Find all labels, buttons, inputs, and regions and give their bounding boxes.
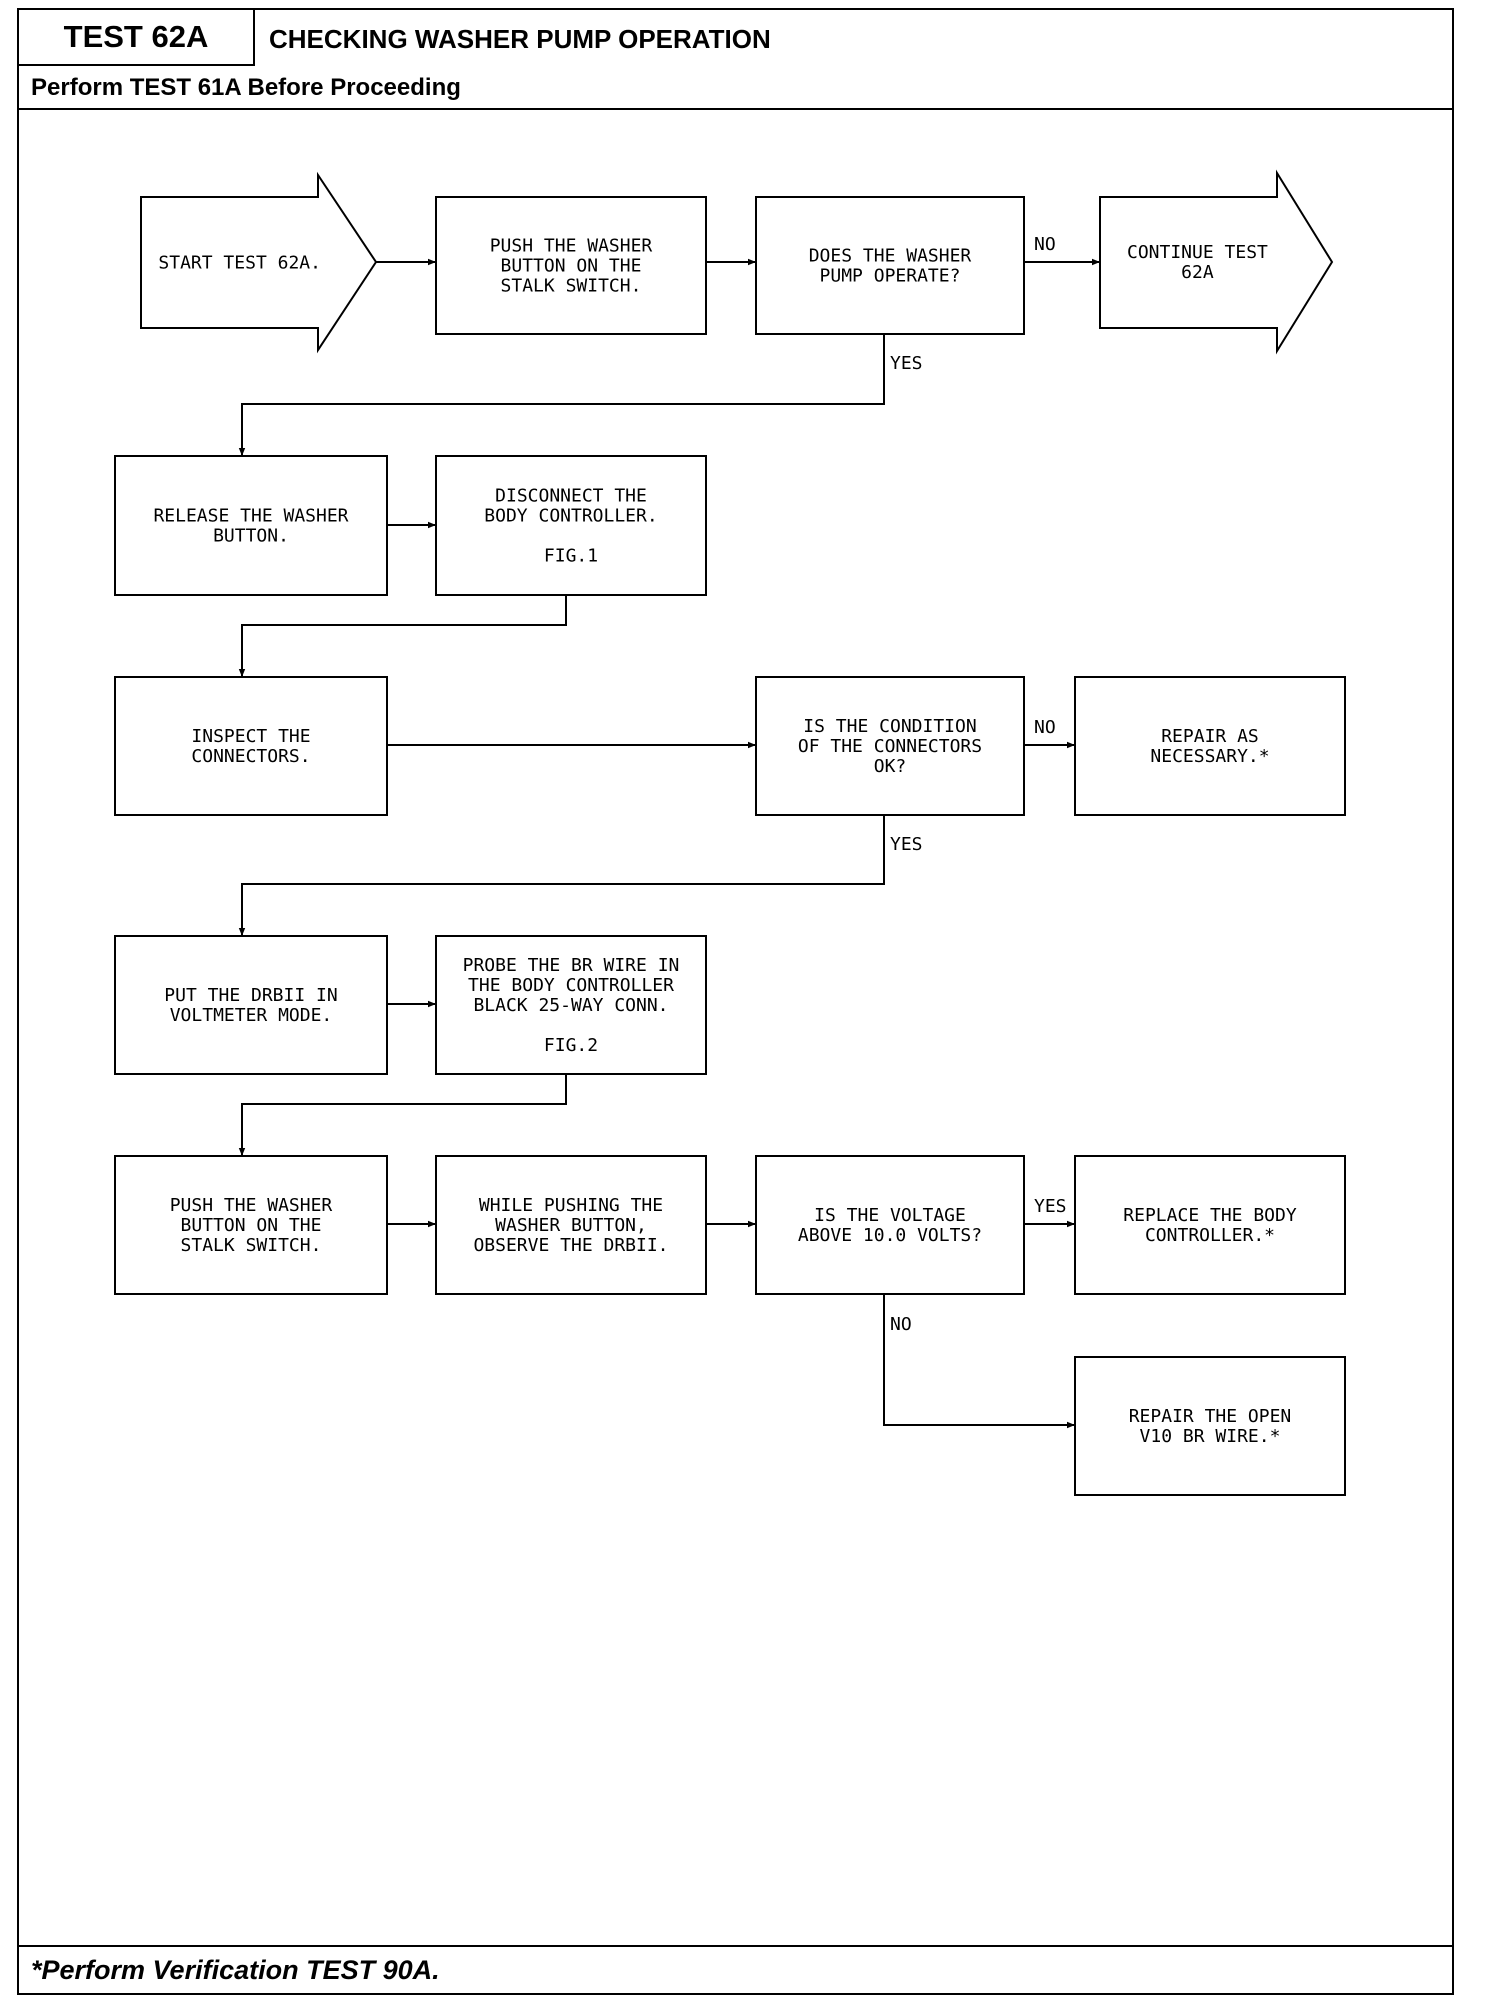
node-text-line: OBSERVE THE DRBII. bbox=[473, 1235, 668, 1256]
pump-yes-label: YES bbox=[890, 353, 923, 374]
replace-controller-step bbox=[1074, 1155, 1346, 1295]
node-text-line: PROBE THE BR WIRE IN bbox=[463, 955, 680, 976]
push-washer-again-step bbox=[114, 1155, 388, 1295]
voltage-no-label: NO bbox=[890, 1314, 912, 1335]
probe-wire-step bbox=[435, 935, 707, 1075]
push-washer-step bbox=[435, 196, 707, 335]
node-text-line: BUTTON ON THE bbox=[181, 1215, 322, 1236]
release-button-step bbox=[114, 455, 388, 596]
node-text-line: IS THE CONDITION bbox=[803, 716, 976, 737]
continue-arrow-shape bbox=[1099, 169, 1334, 355]
node-text-line: DOES THE WASHER bbox=[809, 246, 972, 267]
node-text-line: WHILE PUSHING THE bbox=[479, 1195, 663, 1216]
node-text-line: FIG.2 bbox=[544, 1035, 598, 1056]
repair-as-necessary-step bbox=[1074, 676, 1346, 816]
verification-note: *Perform Verification TEST 90A. bbox=[31, 1955, 440, 1985]
connector-condition-yes bbox=[238, 815, 885, 936]
footer-bar: *Perform Verification TEST 90A. bbox=[19, 1945, 1452, 1993]
repair-open-wire-step bbox=[1074, 1356, 1346, 1496]
voltage-yes-label: YES bbox=[1034, 1196, 1067, 1217]
voltage-decision bbox=[755, 1155, 1025, 1295]
node-text-line: ABOVE 10.0 VOLTS? bbox=[798, 1225, 982, 1246]
voltmeter-mode-step bbox=[114, 935, 388, 1075]
node-text-line: PUT THE DRBII IN bbox=[164, 985, 337, 1006]
inspect-connectors-step bbox=[114, 676, 388, 816]
pump-no-label: NO bbox=[1034, 234, 1056, 255]
connector-condition-decision bbox=[755, 676, 1025, 816]
node-text-line: DISCONNECT THE bbox=[495, 486, 647, 507]
node-text-line: REPLACE THE BODY bbox=[1123, 1205, 1297, 1226]
node-text-line: OF THE CONNECTORS bbox=[798, 736, 982, 757]
node-text-line: 62A bbox=[1181, 262, 1214, 283]
node-text-line: PUSH THE WASHER bbox=[490, 236, 653, 257]
node-text-line: INSPECT THE bbox=[191, 726, 310, 747]
prerequisite-note: Perform TEST 61A Before Proceeding bbox=[31, 74, 461, 101]
connector-probe-push bbox=[238, 1074, 567, 1156]
condition-yes-label: YES bbox=[890, 834, 923, 855]
prerequisite-bar: Perform TEST 61A Before Proceeding bbox=[19, 66, 1452, 110]
node-text-line: BLACK 25-WAY CONN. bbox=[473, 995, 668, 1016]
node-text-line: NECESSARY.* bbox=[1150, 746, 1269, 767]
start-node-text: START TEST 62A. bbox=[158, 253, 321, 274]
node-text-line: VOLTMETER MODE. bbox=[170, 1005, 333, 1026]
node-text-line: BUTTON ON THE bbox=[501, 256, 642, 277]
node-text-line: CONNECTORS. bbox=[191, 746, 310, 767]
node-text-line: REPAIR AS bbox=[1161, 726, 1259, 747]
node-text-line: THE BODY CONTROLLER bbox=[468, 975, 674, 996]
node-text-line: BODY CONTROLLER. bbox=[484, 506, 657, 527]
disconnect-controller-step bbox=[435, 455, 707, 596]
node-text-line: STALK SWITCH. bbox=[181, 1235, 322, 1256]
test-id: TEST 62A bbox=[19, 10, 255, 66]
pump-operate-decision bbox=[755, 196, 1025, 335]
node-text-line: START TEST 62A. bbox=[158, 253, 321, 274]
condition-no-label: NO bbox=[1034, 717, 1056, 738]
node-text-line: FIG.1 bbox=[544, 546, 598, 567]
start-arrow-shape bbox=[140, 171, 378, 354]
node-text-line: OK? bbox=[874, 756, 907, 777]
node-text-line: V10 BR WIRE.* bbox=[1140, 1426, 1281, 1447]
node-text-line: IS THE VOLTAGE bbox=[814, 1205, 966, 1226]
connector-disconnect-inspect bbox=[238, 595, 567, 677]
node-text-line: WASHER BUTTON, bbox=[495, 1215, 647, 1236]
node-text-line: CONTINUE TEST bbox=[1127, 242, 1268, 263]
node-text-line: BUTTON. bbox=[213, 526, 289, 547]
observe-drbii-step bbox=[435, 1155, 707, 1295]
node-text-line: PUSH THE WASHER bbox=[170, 1195, 333, 1216]
connector-pump-yes bbox=[238, 334, 885, 456]
node-text-line: CONTROLLER.* bbox=[1145, 1225, 1275, 1246]
connector-voltage-no bbox=[883, 1294, 1075, 1429]
test-title: CHECKING WASHER PUMP OPERATION bbox=[269, 24, 771, 54]
node-text-line: RELEASE THE WASHER bbox=[153, 506, 348, 527]
node-text-line: STALK SWITCH. bbox=[501, 276, 642, 297]
node-text-line: PUMP OPERATE? bbox=[820, 266, 961, 287]
node-text-line: REPAIR THE OPEN bbox=[1129, 1406, 1292, 1427]
